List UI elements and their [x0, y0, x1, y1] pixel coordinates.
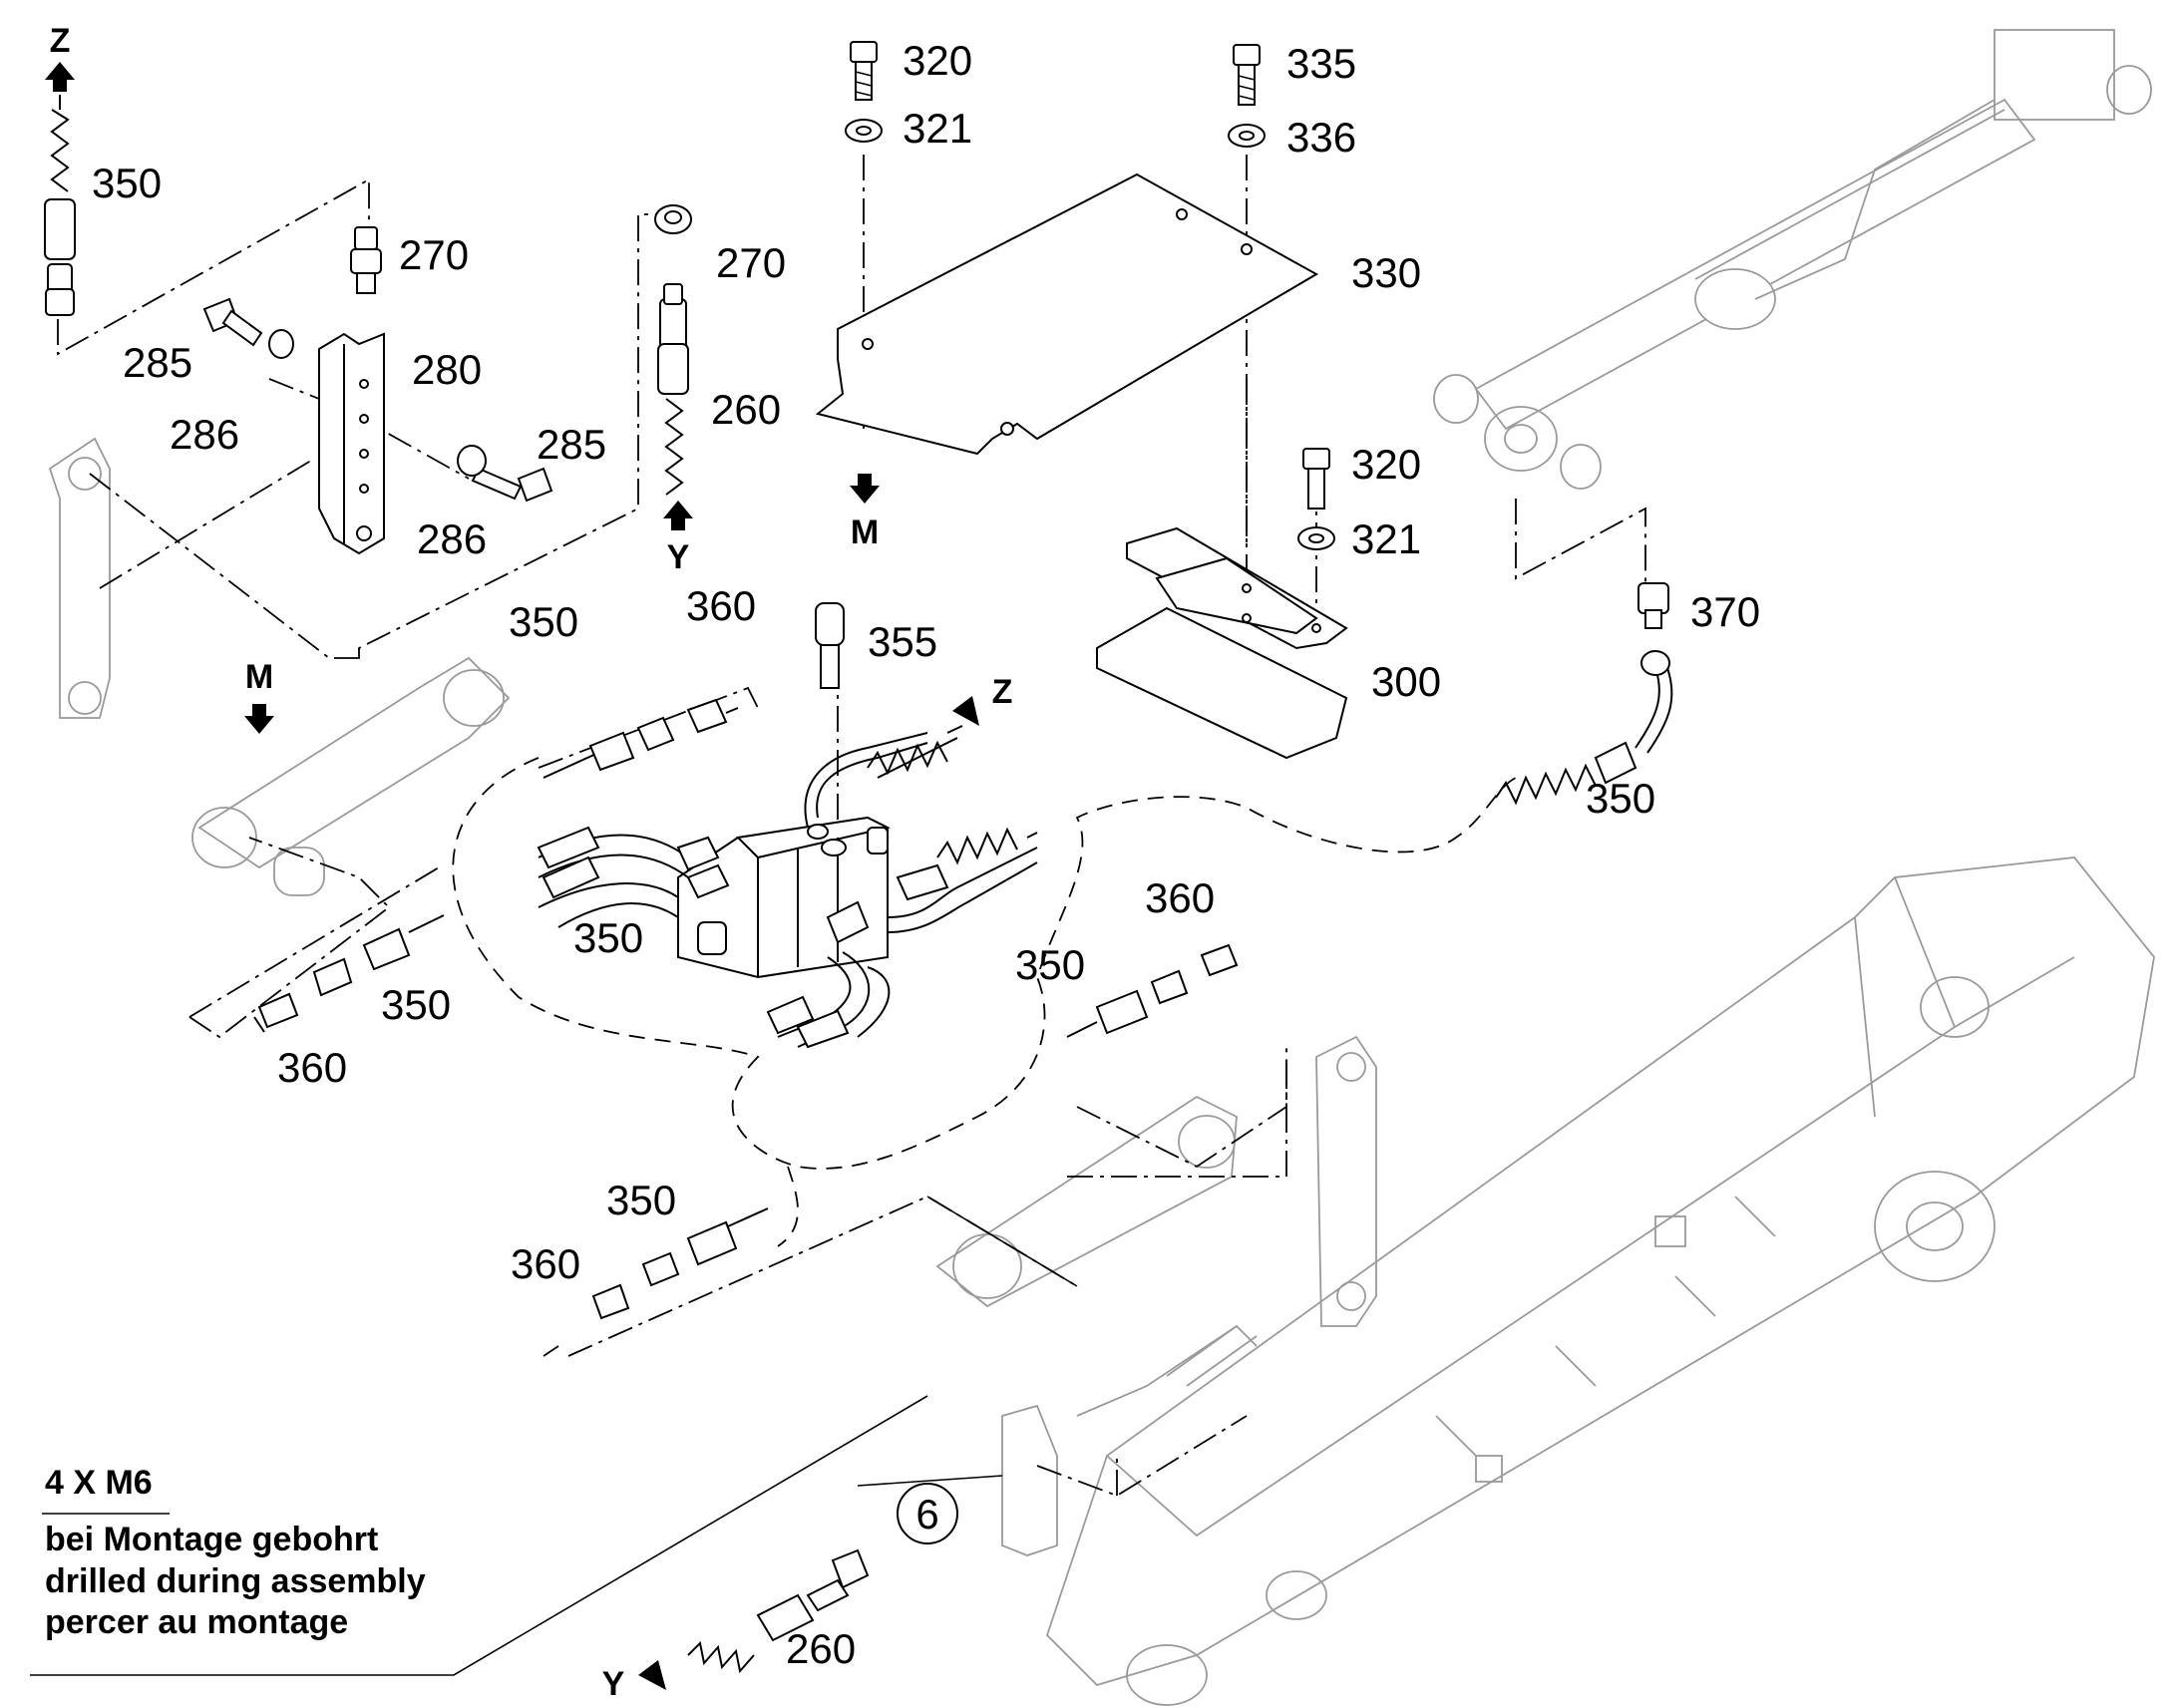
note-english: drilled during assembly	[45, 1562, 426, 1600]
spring-hoses	[44, 95, 1673, 1674]
callout-280: 280	[412, 346, 482, 393]
callout-320: 320	[1351, 441, 1421, 488]
callout-labels: 350 270 285 280 286 285 286 270 260 320 …	[92, 37, 1760, 1672]
callout-321: 321	[1351, 515, 1421, 562]
callout-360: 360	[1145, 874, 1215, 921]
callout-350: 350	[1015, 941, 1085, 988]
linkage-rods-outline	[48, 437, 1377, 1556]
callout-355: 355	[868, 618, 937, 665]
letter-y: Y	[667, 538, 690, 576]
callout-6: 6	[915, 1491, 938, 1537]
callout-360: 360	[511, 1240, 580, 1287]
note-spec: 4 X M6	[45, 1464, 153, 1502]
direction-letters: Z Y M M Z Y	[50, 22, 1013, 1703]
callout-350: 350	[1586, 775, 1655, 822]
callout-260: 260	[711, 386, 781, 433]
bolts-and-washers	[202, 41, 1335, 689]
callout-360: 360	[277, 1044, 347, 1091]
callout-285: 285	[537, 421, 606, 468]
note-french: percer au montage	[45, 1603, 348, 1641]
callout-300: 300	[1371, 658, 1441, 705]
callout-360: 360	[686, 582, 756, 629]
callout-321: 321	[903, 105, 972, 152]
callout-270: 270	[716, 239, 786, 286]
direction-arrows	[45, 62, 979, 1690]
letter-y: Y	[602, 1665, 625, 1703]
callout-350: 350	[509, 598, 578, 645]
assembly-note: 4 X M6 bei Montage gebohrt drilled durin…	[42, 1464, 426, 1641]
callout-285: 285	[123, 339, 192, 386]
callout-286: 286	[170, 411, 239, 458]
callout-370: 370	[1690, 588, 1760, 635]
hose-routing-path	[452, 757, 1517, 1247]
callout-260: 260	[786, 1625, 856, 1672]
hose-fittings	[537, 826, 949, 1049]
fitting-sets	[253, 582, 1669, 1320]
arrow-up-icon	[45, 62, 75, 80]
arrow-down-icon	[850, 486, 880, 504]
arrow-left-icon	[952, 696, 979, 726]
callout-350: 350	[606, 1177, 676, 1223]
arrow-up-icon	[663, 501, 693, 518]
letter-z: Z	[992, 673, 1013, 711]
boom-arm-outline	[1045, 856, 2155, 1706]
arrow-left-icon	[638, 1660, 666, 1690]
hydraulic-cylinder-outline	[1433, 29, 2152, 490]
letter-z: Z	[50, 22, 71, 60]
callout-286: 286	[417, 515, 487, 562]
arrow-down-icon	[244, 716, 274, 734]
letter-m: M	[245, 658, 273, 696]
callout-336: 336	[1286, 114, 1356, 161]
letter-m: M	[851, 513, 879, 551]
reference-circle	[897, 1483, 958, 1544]
callout-320: 320	[903, 37, 972, 84]
callout-270: 270	[399, 231, 469, 278]
callout-330: 330	[1351, 249, 1421, 296]
note-german: bei Montage gebohrt	[45, 1521, 378, 1558]
callout-335: 335	[1286, 40, 1356, 87]
callout-350: 350	[573, 914, 643, 961]
callout-350: 350	[92, 160, 162, 206]
cover-plates	[815, 172, 1348, 760]
callout-350: 350	[381, 981, 451, 1028]
